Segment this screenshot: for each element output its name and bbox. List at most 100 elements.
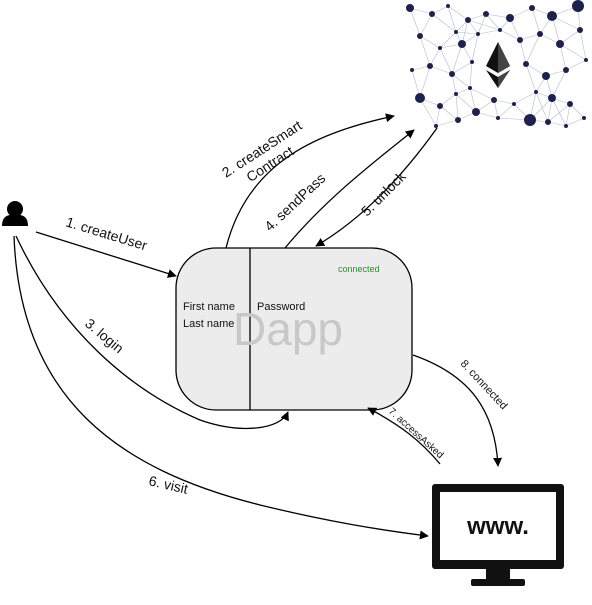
network-node (415, 93, 425, 103)
network-link (451, 73, 457, 95)
network-link (419, 35, 431, 67)
network-link (439, 93, 457, 107)
edge-create-smart-contract (225, 113, 395, 249)
network-link (497, 103, 515, 119)
network-node (572, 0, 584, 12)
network-link (429, 47, 441, 67)
network-link (435, 119, 459, 127)
network-link (535, 91, 549, 123)
network-node (512, 102, 516, 106)
network-node (410, 68, 414, 72)
edge-connected (412, 354, 503, 467)
network-link (469, 87, 495, 101)
network-link (469, 87, 477, 113)
network-node (545, 119, 551, 125)
network-link (419, 97, 437, 127)
network-link (451, 61, 473, 75)
dapp-box: Dapp First name Last name Password conne… (175, 247, 413, 411)
network-link (439, 31, 457, 49)
network-node (524, 114, 536, 126)
network-node (542, 72, 550, 80)
network-link (477, 29, 501, 35)
network-link (525, 63, 537, 93)
network-link (435, 105, 441, 127)
network-link (547, 103, 571, 123)
network-link (559, 43, 587, 61)
network-link (499, 29, 521, 41)
edge-visit (13, 235, 429, 540)
network-node (458, 40, 466, 48)
edge-create-user (35, 231, 177, 278)
network-node (465, 17, 471, 23)
network-link (447, 5, 469, 21)
network-node (563, 67, 569, 73)
www-text: www. (466, 513, 529, 540)
network-link (419, 65, 431, 99)
network-link (565, 117, 585, 127)
network-node (449, 71, 455, 77)
network-node (584, 58, 588, 62)
network-link (493, 99, 515, 105)
network-node (455, 117, 461, 123)
network-link (419, 35, 441, 49)
network-link (451, 73, 471, 89)
network-link (455, 87, 471, 95)
network-node (406, 4, 414, 12)
network-node (567, 101, 573, 107)
network-link (429, 65, 453, 75)
label-login: 3. login (82, 315, 127, 356)
network-link (439, 47, 453, 75)
network-link (469, 61, 473, 89)
network-link (493, 99, 499, 119)
network-node (537, 31, 543, 37)
network-link (485, 13, 511, 19)
user-icon (2, 201, 28, 226)
network-node (506, 14, 514, 22)
network-link (519, 33, 541, 41)
edge-unlock (315, 127, 438, 247)
network-node (523, 61, 529, 67)
network-link (519, 39, 527, 65)
network-link (547, 121, 567, 127)
network-link (467, 19, 501, 31)
edge-send-pass (284, 129, 415, 249)
network-link (485, 13, 501, 31)
network-node (468, 86, 472, 90)
network-node (446, 4, 450, 8)
network-node (556, 40, 564, 48)
network-node (496, 116, 500, 120)
network-node (417, 33, 423, 39)
edge-access-asked (367, 407, 441, 465)
password-label: Password (257, 301, 305, 313)
network-node (454, 92, 458, 96)
network-node (577, 27, 583, 33)
network-node (534, 90, 538, 94)
network-link (509, 7, 533, 19)
network-link (451, 43, 463, 75)
network-link (569, 103, 585, 119)
label-create-user: 1. createUser (64, 214, 149, 254)
first-name-label: First name (183, 301, 235, 313)
network-node (472, 108, 480, 116)
network-link (461, 19, 469, 45)
network-node (429, 11, 435, 17)
dapp-watermark: Dapp (233, 303, 343, 355)
monitor-icon: www. (432, 484, 564, 586)
ethereum-logo (486, 42, 510, 88)
network-link (565, 59, 587, 71)
network-link (477, 13, 487, 35)
network-link (471, 33, 479, 63)
network-node (491, 97, 497, 103)
network-node (434, 124, 438, 128)
edge-login (15, 235, 289, 429)
last-name-label: Last name (183, 318, 234, 330)
network-link (551, 69, 567, 99)
network-node (517, 37, 523, 43)
network-node (564, 124, 568, 128)
network-link (559, 29, 581, 45)
connected-status: connected (338, 264, 380, 274)
network-link (509, 17, 521, 41)
label-unlock: 5. unlock (358, 167, 410, 219)
network-link (559, 43, 567, 71)
